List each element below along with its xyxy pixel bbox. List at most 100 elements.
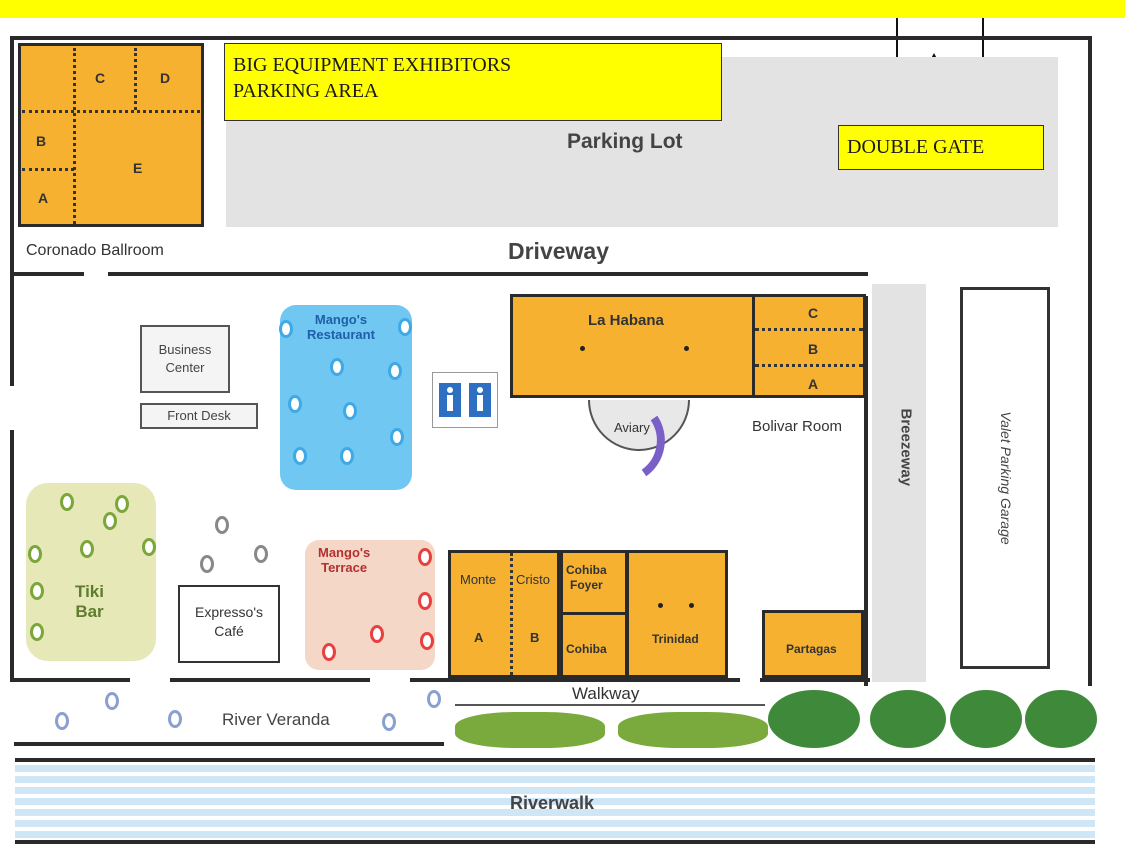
mangos-restaurant-line1: Mango's — [314, 312, 368, 327]
tiki-bar-label: Tiki Bar — [75, 582, 104, 622]
business-center-line2: Center — [165, 360, 205, 375]
trinidad-room — [626, 550, 728, 678]
expresso-cafe: Expresso's Café — [178, 585, 280, 663]
monte-cristo-room — [448, 550, 560, 678]
valet-garage-label: Valet Parking Garage — [998, 411, 1014, 545]
restaurant-table — [293, 447, 307, 465]
restaurant-table — [330, 358, 344, 376]
bolivar-divider-1 — [755, 328, 863, 331]
big-equipment-banner: BIG EQUIPMENT EXHIBITORS PARKING AREA — [224, 43, 722, 121]
shrub — [1025, 690, 1097, 748]
restroom-sign — [432, 372, 498, 428]
trinidad-label: Trinidad — [652, 632, 699, 646]
outer-wall-left-top — [10, 36, 14, 386]
coronado-section-a: A — [38, 190, 49, 206]
tiki-bar-line2: Bar — [75, 602, 104, 621]
aviary-structure — [588, 399, 690, 477]
outer-wall-left-bottom — [10, 430, 14, 680]
inner-wall-bottom-3 — [410, 678, 740, 682]
river-bottom-edge — [15, 840, 1095, 844]
veranda-table — [105, 692, 119, 710]
la-habana-marker — [580, 346, 585, 351]
tiki-bar-line1: Tiki — [75, 582, 104, 601]
monte-cristo-divider — [510, 553, 513, 675]
restroom-icon — [439, 383, 491, 417]
inner-wall-bottom — [10, 678, 130, 682]
banner-line-2: PARKING AREA — [233, 80, 379, 102]
veranda-table — [55, 712, 69, 730]
top-banner-bar — [0, 0, 1125, 18]
bolivar-section-b: B — [808, 341, 819, 357]
cafe-table — [200, 555, 214, 573]
coronado-divider-v2 — [134, 48, 137, 110]
terrace-table — [370, 625, 384, 643]
front-desk: Front Desk — [140, 403, 258, 429]
cohiba-foyer-line1: Cohiba — [566, 563, 607, 577]
shrub — [768, 690, 860, 748]
la-habana-room — [510, 294, 758, 398]
business-center-line1: Business — [158, 342, 212, 357]
river-veranda-label: River Veranda — [222, 710, 330, 729]
terrace-table — [418, 548, 432, 566]
valet-parking-garage — [960, 287, 1050, 669]
coronado-divider-v1 — [73, 48, 76, 224]
tiki-table — [142, 538, 156, 556]
bolivar-divider-2 — [755, 364, 863, 367]
driveway-wall-1 — [14, 272, 84, 276]
bolivar-room-label: Bolivar Room — [752, 418, 843, 435]
cohiba-label: Cohiba — [566, 642, 607, 656]
mangos-restaurant-label: Mango's Restaurant — [307, 312, 375, 342]
walkway-line — [455, 704, 765, 706]
mangos-terrace-line1: Mango's — [318, 545, 371, 560]
monte-label: Monte — [460, 572, 497, 587]
restaurant-table — [343, 402, 357, 420]
hedge — [618, 712, 768, 748]
terrace-table — [322, 643, 336, 661]
expresso-line1: Expresso's — [194, 604, 264, 620]
shrub — [950, 690, 1022, 748]
tiki-bar-area — [26, 483, 156, 661]
front-desk-label: Front Desk — [167, 408, 231, 423]
breezeway-label: Breezeway — [897, 408, 915, 487]
cohiba-foyer-line2: Foyer — [569, 578, 603, 592]
mangos-terrace-line2: Terrace — [321, 560, 368, 575]
double-gate-label: DOUBLE GATE — [838, 125, 1044, 170]
business-center: Business Center — [140, 325, 230, 393]
coronado-section-d: D — [160, 70, 171, 86]
river-top-edge — [15, 758, 1095, 762]
shrub — [870, 690, 946, 748]
trinidad-marker — [658, 603, 663, 608]
driveway-label: Driveway — [508, 238, 610, 264]
outer-wall-top — [10, 36, 1092, 40]
bolivar-section-a: A — [808, 376, 819, 392]
la-habana-label: La Habana — [588, 312, 664, 329]
tiki-table — [30, 582, 44, 600]
mangos-terrace-label: Mango's Terrace — [318, 545, 370, 575]
riverwalk-water — [15, 765, 1095, 842]
bolivar-side-wall — [864, 296, 868, 686]
bolivar-room — [752, 294, 866, 398]
monte-cristo-section-a: A — [474, 630, 484, 645]
outer-wall-right — [1088, 36, 1092, 686]
coronado-ballroom-label: Coronado Ballroom — [26, 242, 164, 259]
restaurant-table — [388, 362, 402, 380]
restaurant-table — [390, 428, 404, 446]
coronado-divider-h1 — [22, 110, 200, 113]
coronado-section-c: C — [95, 70, 106, 86]
coronado-section-b: B — [36, 133, 47, 149]
veranda-table — [168, 710, 182, 728]
tiki-table — [80, 540, 94, 558]
inner-wall-bottom-4 — [760, 678, 870, 682]
walkway-label: Walkway — [572, 684, 640, 703]
bolivar-section-c: C — [808, 305, 819, 321]
cohiba-foyer-label: Cohiba Foyer — [566, 563, 607, 593]
veranda-table — [382, 713, 396, 731]
terrace-table — [418, 592, 432, 610]
expresso-line2: Café — [214, 623, 244, 639]
tiki-table — [28, 545, 42, 563]
cristo-label: Cristo — [516, 572, 550, 587]
banner-line-1: BIG EQUIPMENT EXHIBITORS — [233, 54, 512, 76]
partagas-room — [762, 610, 864, 678]
coronado-divider-h2 — [22, 168, 74, 171]
mangos-restaurant-line2: Restaurant — [307, 327, 375, 342]
